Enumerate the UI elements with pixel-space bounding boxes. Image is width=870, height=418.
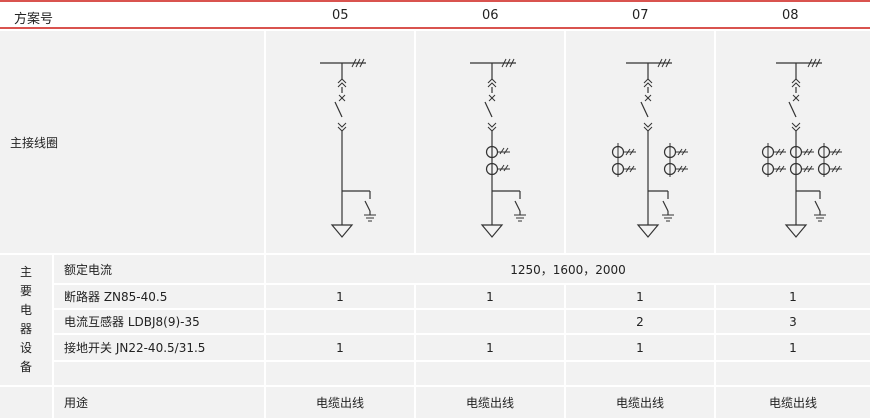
single-line-diagram-08 — [761, 58, 842, 238]
ct-label-cell: 电流互感器 LDBJ8(9)-35 — [54, 310, 264, 333]
equipment-group-label-cell: 主 要 电 器 设 备 — [0, 255, 52, 385]
rated-current-label: 额定电流 — [64, 262, 113, 277]
scheme-number-header: 方案号 — [14, 12, 54, 27]
blank-cell-07 — [566, 362, 714, 385]
breaker-qty-06: 1 — [486, 289, 494, 304]
usage-07: 电缆出线 — [615, 396, 664, 410]
usage-06: 电缆出线 — [465, 396, 514, 410]
ct-cell-06 — [416, 310, 564, 333]
earthing-cell-07: 1 — [566, 335, 714, 360]
diagram-06 — [416, 31, 564, 253]
earthing-qty-07: 1 — [636, 340, 644, 355]
breaker-cell-07: 1 — [566, 285, 714, 308]
equipment-group-char: 要 — [19, 284, 32, 298]
breaker-cell-08: 1 — [716, 285, 870, 308]
blank-label-cell — [54, 362, 264, 385]
usage-cell-05: 电缆出线 — [266, 387, 414, 418]
equipment-group-char: 设 — [19, 341, 32, 355]
usage-cell-06: 电缆出线 — [416, 387, 564, 418]
main-circuit-label-cell: 主接线圈 — [0, 31, 264, 253]
breaker-qty-07: 1 — [636, 289, 644, 304]
ct-cell-08: 3 — [716, 310, 870, 333]
usage-label: 用途 — [64, 396, 89, 410]
breaker-cell-05: 1 — [266, 285, 414, 308]
earthing-cell-08: 1 — [716, 335, 870, 360]
ct-cell-07: 2 — [566, 310, 714, 333]
diagram-05 — [266, 31, 414, 253]
diagram-07 — [566, 31, 714, 253]
usage-05: 电缆出线 — [315, 396, 364, 410]
blank-cell-06 — [416, 362, 564, 385]
blank-cell-08 — [716, 362, 870, 385]
rated-current-value: 1250，1600，2000 — [510, 262, 626, 277]
diagram-08 — [716, 31, 870, 253]
earthing-cell-05: 1 — [266, 335, 414, 360]
breaker-cell-06: 1 — [416, 285, 564, 308]
earthing-qty-05: 1 — [336, 340, 344, 355]
ct-qty-08: 3 — [789, 314, 797, 329]
ct-cell-05 — [266, 310, 414, 333]
earthing-switch-label-cell: 接地开关 JN22-40.5/31.5 — [54, 335, 264, 360]
equipment-group-char: 器 — [19, 322, 32, 336]
table-header: 方案号 05 06 07 08 — [0, 0, 870, 29]
breaker-label: 断路器 ZN85-40.5 — [64, 290, 168, 304]
scheme-07-header: 07 — [632, 8, 649, 23]
rated-current-label-cell: 额定电流 — [54, 255, 264, 283]
scheme-08-header: 08 — [782, 8, 799, 23]
single-line-diagram-06 — [470, 58, 526, 238]
usage-label-cell: 用途 — [54, 387, 264, 418]
rated-current-value-cell: 1250，1600，2000 — [266, 255, 870, 283]
equipment-group-char: 备 — [19, 360, 32, 374]
breaker-label-cell: 断路器 ZN85-40.5 — [54, 285, 264, 308]
scheme-05-header: 05 — [332, 8, 349, 23]
usage-cell-08: 电缆出线 — [716, 387, 870, 418]
usage-08: 电缆出线 — [768, 396, 817, 410]
scheme-06-header: 06 — [482, 8, 499, 23]
earthing-cell-06: 1 — [416, 335, 564, 360]
single-line-diagram-07 — [611, 58, 688, 238]
equipment-group-char: 电 — [19, 303, 32, 317]
earthing-qty-06: 1 — [486, 340, 494, 355]
ct-qty-07: 2 — [636, 314, 644, 329]
single-line-diagram-05 — [320, 58, 376, 238]
breaker-qty-05: 1 — [336, 289, 344, 304]
earthing-qty-08: 1 — [789, 340, 797, 355]
blank-cell-05 — [266, 362, 414, 385]
earthing-switch-label: 接地开关 JN22-40.5/31.5 — [64, 341, 206, 355]
usage-cell-07: 电缆出线 — [566, 387, 714, 418]
main-circuit-label: 主接线圈 — [10, 135, 59, 150]
equipment-group-char: 主 — [19, 265, 32, 279]
ct-label: 电流互感器 LDBJ8(9)-35 — [64, 315, 200, 329]
breaker-qty-08: 1 — [789, 289, 797, 304]
usage-spacer-cell — [0, 387, 52, 418]
